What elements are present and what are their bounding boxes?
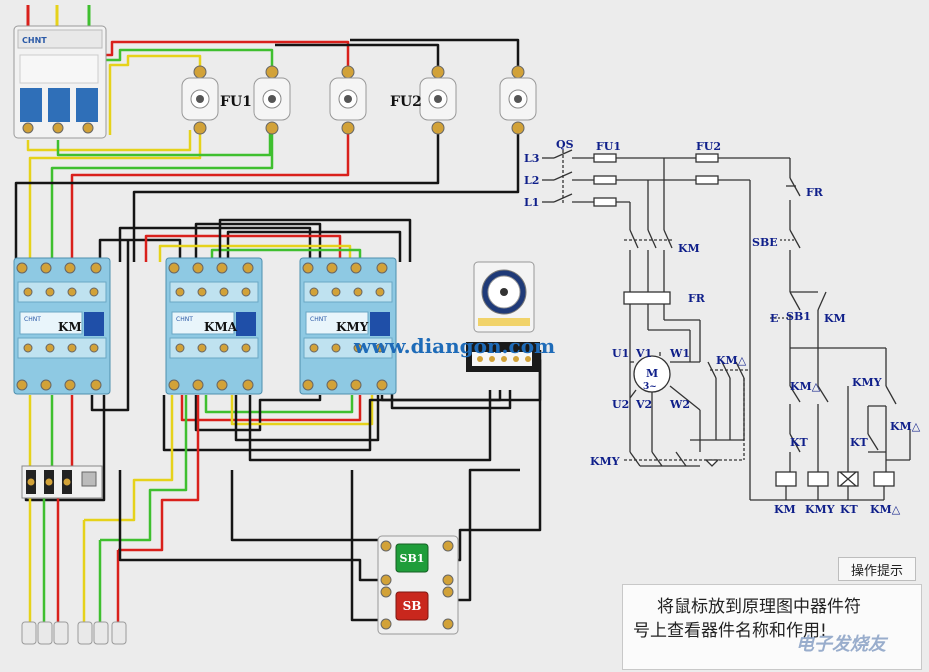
v1-label: V1 (635, 347, 652, 360)
fu2-schematic-label: FU2 (696, 140, 721, 153)
contactor-km[interactable]: CHNT KM (13, 257, 111, 395)
start-button-sb1[interactable]: SB1 (395, 543, 429, 573)
km-brand: CHNT (24, 316, 41, 323)
tip-line-1: 将鼠标放到原理图中器件符 (657, 597, 861, 617)
supply-wires (26, 5, 91, 28)
coil-km-delta-label: KM△ (870, 503, 901, 516)
fuse-2[interactable] (253, 65, 291, 135)
fuse-3[interactable] (329, 65, 367, 135)
tip-line-2: 号上查看器件名称和作用! (633, 621, 827, 641)
u2-label: U2 (612, 398, 629, 411)
fr-schematic-label: FR (688, 292, 706, 305)
km-label: KM (58, 320, 82, 334)
km-schematic-label: KM (678, 242, 700, 255)
coil-kt-label: KT (840, 503, 859, 516)
fu2-label: FU2 (390, 94, 422, 110)
w1-label: W1 (669, 347, 690, 360)
kmy-label: KMY (336, 320, 369, 334)
breaker-brand: CHNT (22, 36, 47, 45)
operation-tip-tab[interactable]: 操作提示 (838, 557, 916, 581)
terminal-block[interactable] (21, 621, 127, 645)
fuse-5[interactable] (499, 65, 537, 135)
l2-label: L2 (524, 174, 539, 187)
circuit-breaker[interactable]: CHNT (13, 25, 107, 139)
kma-brand: CHNT (176, 316, 193, 323)
contactor-kma[interactable]: CHNT KMA (165, 257, 263, 395)
kmy-brand: CHNT (310, 316, 327, 323)
fuse-4[interactable] (419, 65, 457, 135)
site-url: www.diangon.com (353, 334, 555, 358)
stop-button-sb[interactable]: SB (395, 591, 429, 621)
km-contact-label: KM (824, 312, 846, 325)
sbe-label: SBE (752, 236, 778, 249)
operation-tip-label: 操作提示 (850, 563, 903, 579)
km-delta-contact-label-2: KM△ (890, 420, 921, 433)
l1-label: L1 (524, 196, 539, 209)
km-delta-main-label: KM△ (716, 354, 747, 367)
sb1-label: SB1 (400, 552, 425, 565)
overload-relay[interactable] (21, 465, 103, 499)
w2-label: W2 (669, 398, 690, 411)
e-label: E (770, 312, 778, 325)
motor-label: M (646, 367, 658, 380)
u1-label: U1 (612, 347, 629, 360)
fu1-schematic-label: FU1 (596, 140, 621, 153)
sb-label: SB (403, 599, 422, 613)
coil-km-label: KM (774, 503, 796, 516)
fu1-label: FU1 (220, 94, 252, 110)
km-delta-contact-label: KM△ (790, 380, 821, 393)
operation-tip-panel: 将鼠标放到原理图中器件符 号上查看器件名称和作用! (622, 584, 922, 670)
watermark-logo: 电子发烧友 (796, 634, 886, 655)
kt-contact-label: KT (790, 436, 809, 449)
kt-contact-label-2: KT (850, 436, 869, 449)
motor-sub-label: 3~ (643, 382, 657, 392)
schematic (542, 149, 911, 501)
time-relay[interactable] (466, 261, 540, 372)
kma-label: KMA (204, 320, 238, 334)
coil-kmy-label: KMY (805, 503, 835, 516)
kmy-main-label: KMY (590, 455, 620, 468)
fr-contact-label: FR (806, 186, 824, 199)
qs-label: QS (556, 138, 574, 151)
sb1-schematic-label: SB1 (786, 310, 811, 323)
fuse-1[interactable] (181, 65, 219, 135)
kmy-contact-label: KMY (852, 376, 882, 389)
l3-label: L3 (524, 152, 539, 165)
v2-label: V2 (635, 398, 652, 411)
contactor-kmy[interactable]: CHNT KMY (299, 257, 397, 395)
schematic-labels: QS FU1 FU2 L3 L2 L1 KM FR FR SBE E SB1 K… (524, 138, 921, 516)
